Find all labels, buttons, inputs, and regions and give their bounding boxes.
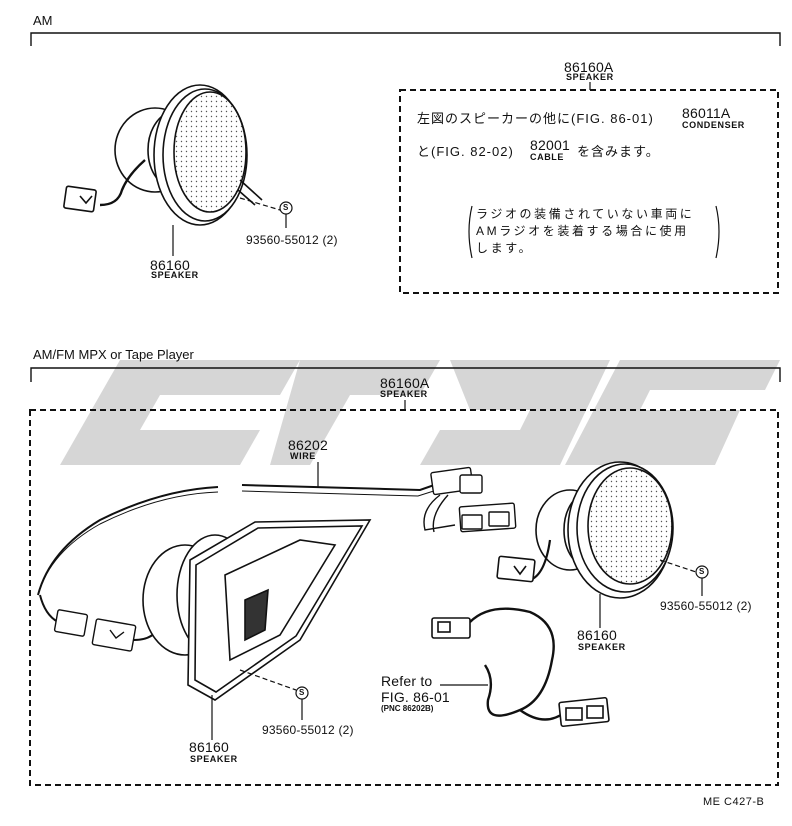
am-note-condenser-no: 86011A <box>682 105 731 121</box>
refer-cable-drawing <box>431 607 610 728</box>
amfm-left-screw-letter: S <box>299 688 305 697</box>
am-note-paren-line2: AMラジオを装着する場合に使用 <box>476 224 689 238</box>
am-screw-letter: S <box>283 203 289 212</box>
amfm-right-screw-leader <box>659 559 697 573</box>
refer-line3: (PNC 86202B) <box>381 704 434 713</box>
am-note-paren-line1: ラジオの装備されていない車両に <box>476 207 695 221</box>
amfm-right-screw-part-no: 93560-55012 (2) <box>660 599 752 613</box>
am-section-frame <box>30 32 781 46</box>
am-speaker-part-no: 86160 <box>150 257 190 273</box>
amfm-right-speaker-part-no: 86160 <box>577 627 617 643</box>
am-note-paren-line3: します。 <box>476 241 534 255</box>
am-assembly-part-no: 86160A <box>564 59 614 75</box>
am-note-cable-no: 82001 <box>530 137 570 153</box>
am-screw-part-no: 93560-55012 (2) <box>246 233 338 247</box>
amfm-assembly-box <box>29 409 779 786</box>
am-speaker-drawing <box>63 84 263 226</box>
wire-connectors <box>53 466 517 652</box>
am-note-box <box>399 89 779 294</box>
am-note-condenser-name: CONDENSER <box>682 120 745 130</box>
wire-name: WIRE <box>290 451 316 461</box>
am-assembly-name: SPEAKER <box>566 72 614 82</box>
watermark-logo <box>60 360 780 465</box>
amfm-left-speaker-name: SPEAKER <box>190 754 238 764</box>
refer-line2: FIG. 86-01 <box>381 689 450 705</box>
amfm-section-frame <box>30 367 781 382</box>
amfm-assembly-part-no: 86160A <box>380 375 430 391</box>
am-note-line2-suffix: を含みます。 <box>577 144 660 159</box>
amfm-left-speaker-part-no: 86160 <box>189 739 229 755</box>
amfm-left-screw-part-no: 93560-55012 (2) <box>262 723 354 737</box>
am-screw-leader <box>239 197 281 211</box>
refer-line1: Refer to <box>381 673 433 689</box>
amfm-right-speaker-name: SPEAKER <box>578 642 626 652</box>
amfm-right-speaker-drawing <box>496 461 674 599</box>
figure-code: ME C427-B <box>703 796 765 808</box>
amfm-section-label: AM/FM MPX or Tape Player <box>33 347 194 362</box>
amfm-left-speaker-drawing <box>142 519 372 701</box>
wire-part-no: 86202 <box>288 437 328 453</box>
amfm-left-screw-leader <box>239 669 297 691</box>
am-speaker-name: SPEAKER <box>151 270 199 280</box>
amfm-assembly-name: SPEAKER <box>380 389 428 399</box>
am-note-line1: 左図のスピーカーの他に(FIG. 86-01) <box>417 112 654 125</box>
amfm-right-screw-letter: S <box>699 567 705 576</box>
am-note-line1-prefix: 左図のスピーカーの他に(FIG. 86-01) <box>417 111 654 126</box>
am-section-label: AM <box>33 13 53 28</box>
am-note-cable-name: CABLE <box>530 152 564 162</box>
am-note-line2-prefix: と(FIG. 82-02) <box>417 144 514 159</box>
